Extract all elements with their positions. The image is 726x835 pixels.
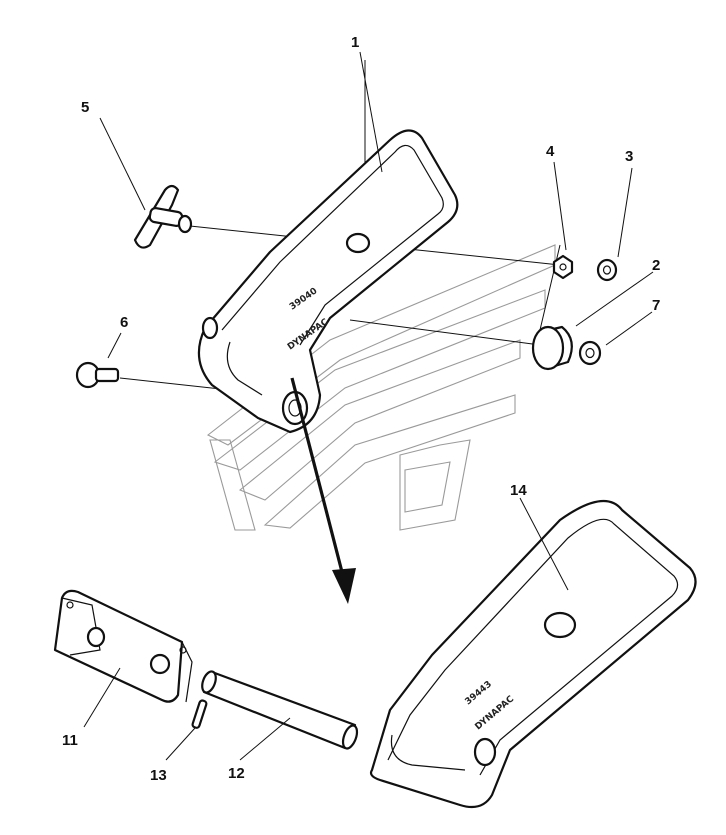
part-11-bracket — [53, 589, 193, 703]
callout-5: 5 — [81, 99, 89, 116]
part-1-upper-lever: DYNAPAC 39040 — [197, 129, 459, 434]
callout-labels: 1 2 3 4 5 6 7 11 12 13 14 — [62, 34, 660, 784]
part-5-t-pin — [133, 184, 193, 249]
callout-14: 14 — [510, 482, 527, 499]
part-13-cotter-pin — [191, 699, 208, 729]
callout-3: 3 — [625, 148, 633, 165]
callout-13: 13 — [150, 767, 167, 784]
callout-1: 1 — [351, 34, 359, 51]
part-4-nut — [552, 254, 574, 280]
part-6-bolt — [75, 361, 120, 389]
callout-leaders — [83, 51, 654, 761]
callout-2: 2 — [652, 257, 660, 274]
callout-12: 12 — [228, 765, 245, 782]
direction-arrow — [290, 377, 356, 604]
callout-7: 7 — [652, 297, 660, 314]
part-12-pin — [201, 670, 359, 750]
part-2-bushing — [531, 325, 573, 371]
callout-11: 11 — [62, 732, 78, 749]
callout-4: 4 — [546, 143, 555, 160]
part-3-washer — [596, 258, 618, 282]
part-7-washer — [578, 340, 602, 366]
part-14-lower-lever: DYNAPAC 39443 — [369, 500, 697, 809]
callout-6: 6 — [120, 314, 128, 331]
